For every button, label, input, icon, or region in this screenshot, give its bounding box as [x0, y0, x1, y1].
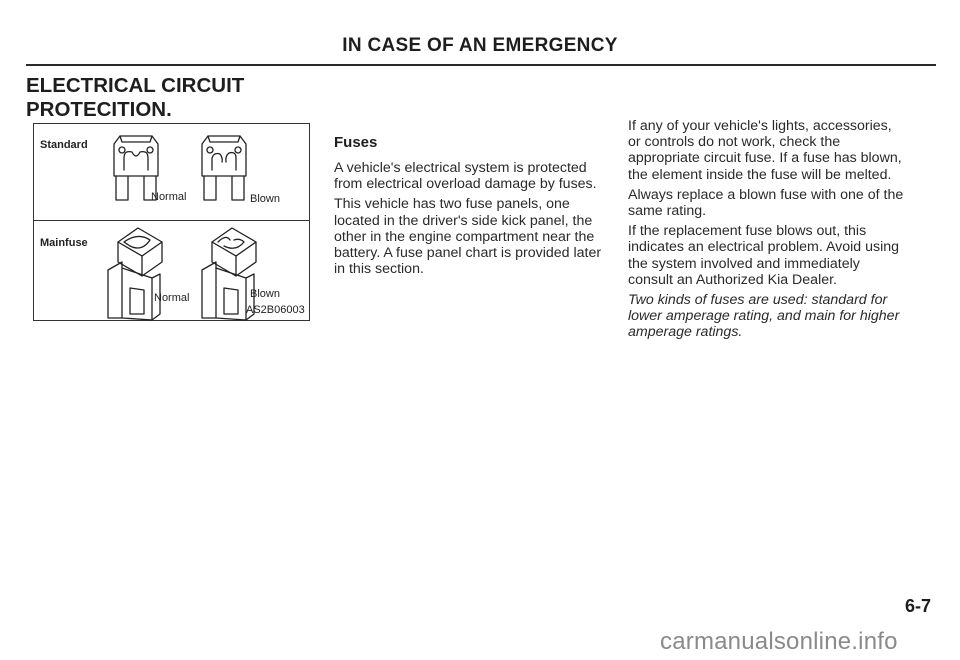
section-title-line-2: PROTECITION. — [26, 98, 172, 121]
figure-divider — [34, 220, 309, 222]
header-rule — [26, 64, 936, 66]
standard-fuse-normal-icon — [113, 135, 159, 201]
figure-code: AS2B06003 — [246, 304, 305, 316]
right-paragraph-4: Two kinds of fuses are used: standard fo… — [628, 292, 900, 341]
right-paragraph-2: Always replace a blown fuse with one of … — [628, 186, 904, 220]
mainfuse-label: Mainfuse — [40, 237, 88, 249]
standard-fuse-blown-icon — [201, 135, 247, 201]
fuses-heading: Fuses — [334, 134, 378, 151]
page-number: 6-7 — [905, 596, 932, 616]
fuse-illustrations — [107, 135, 257, 321]
main-fuse-normal-icon — [107, 227, 163, 321]
section-title: ELECTRICAL CIRCUIT PROTECITION. — [26, 74, 306, 122]
fuse-figure: Standard Normal Blown Mainfuse Normal Bl… — [33, 123, 310, 321]
normal-label-mainfuse: Normal — [154, 292, 190, 304]
blown-label-mainfuse: Blown — [250, 288, 280, 300]
section-title-line-1: ELECTRICAL CIRCUIT — [26, 74, 245, 97]
blown-label-standard: Blown — [250, 193, 280, 205]
right-paragraph-3: If the replacement fuse blows out, this … — [628, 223, 900, 288]
page-header-title: IN CASE OF AN EMERGENCY — [342, 35, 618, 56]
middle-paragraph-1: A vehicle's electrical system is protect… — [334, 160, 597, 193]
main-fuse-blown-icon — [201, 227, 257, 321]
normal-label-standard: Normal — [151, 191, 187, 203]
middle-column: A vehicle's electrical system is protect… — [334, 160, 602, 281]
middle-paragraph-2: This vehicle has two fuse panels, one lo… — [334, 196, 602, 278]
watermark: carmanualsonline.info — [660, 628, 898, 655]
right-paragraph-1: If any of your vehicle's lights, accesso… — [628, 118, 902, 183]
right-column: If any of your vehicle's lights, accesso… — [628, 118, 908, 345]
standard-label: Standard — [40, 139, 88, 151]
